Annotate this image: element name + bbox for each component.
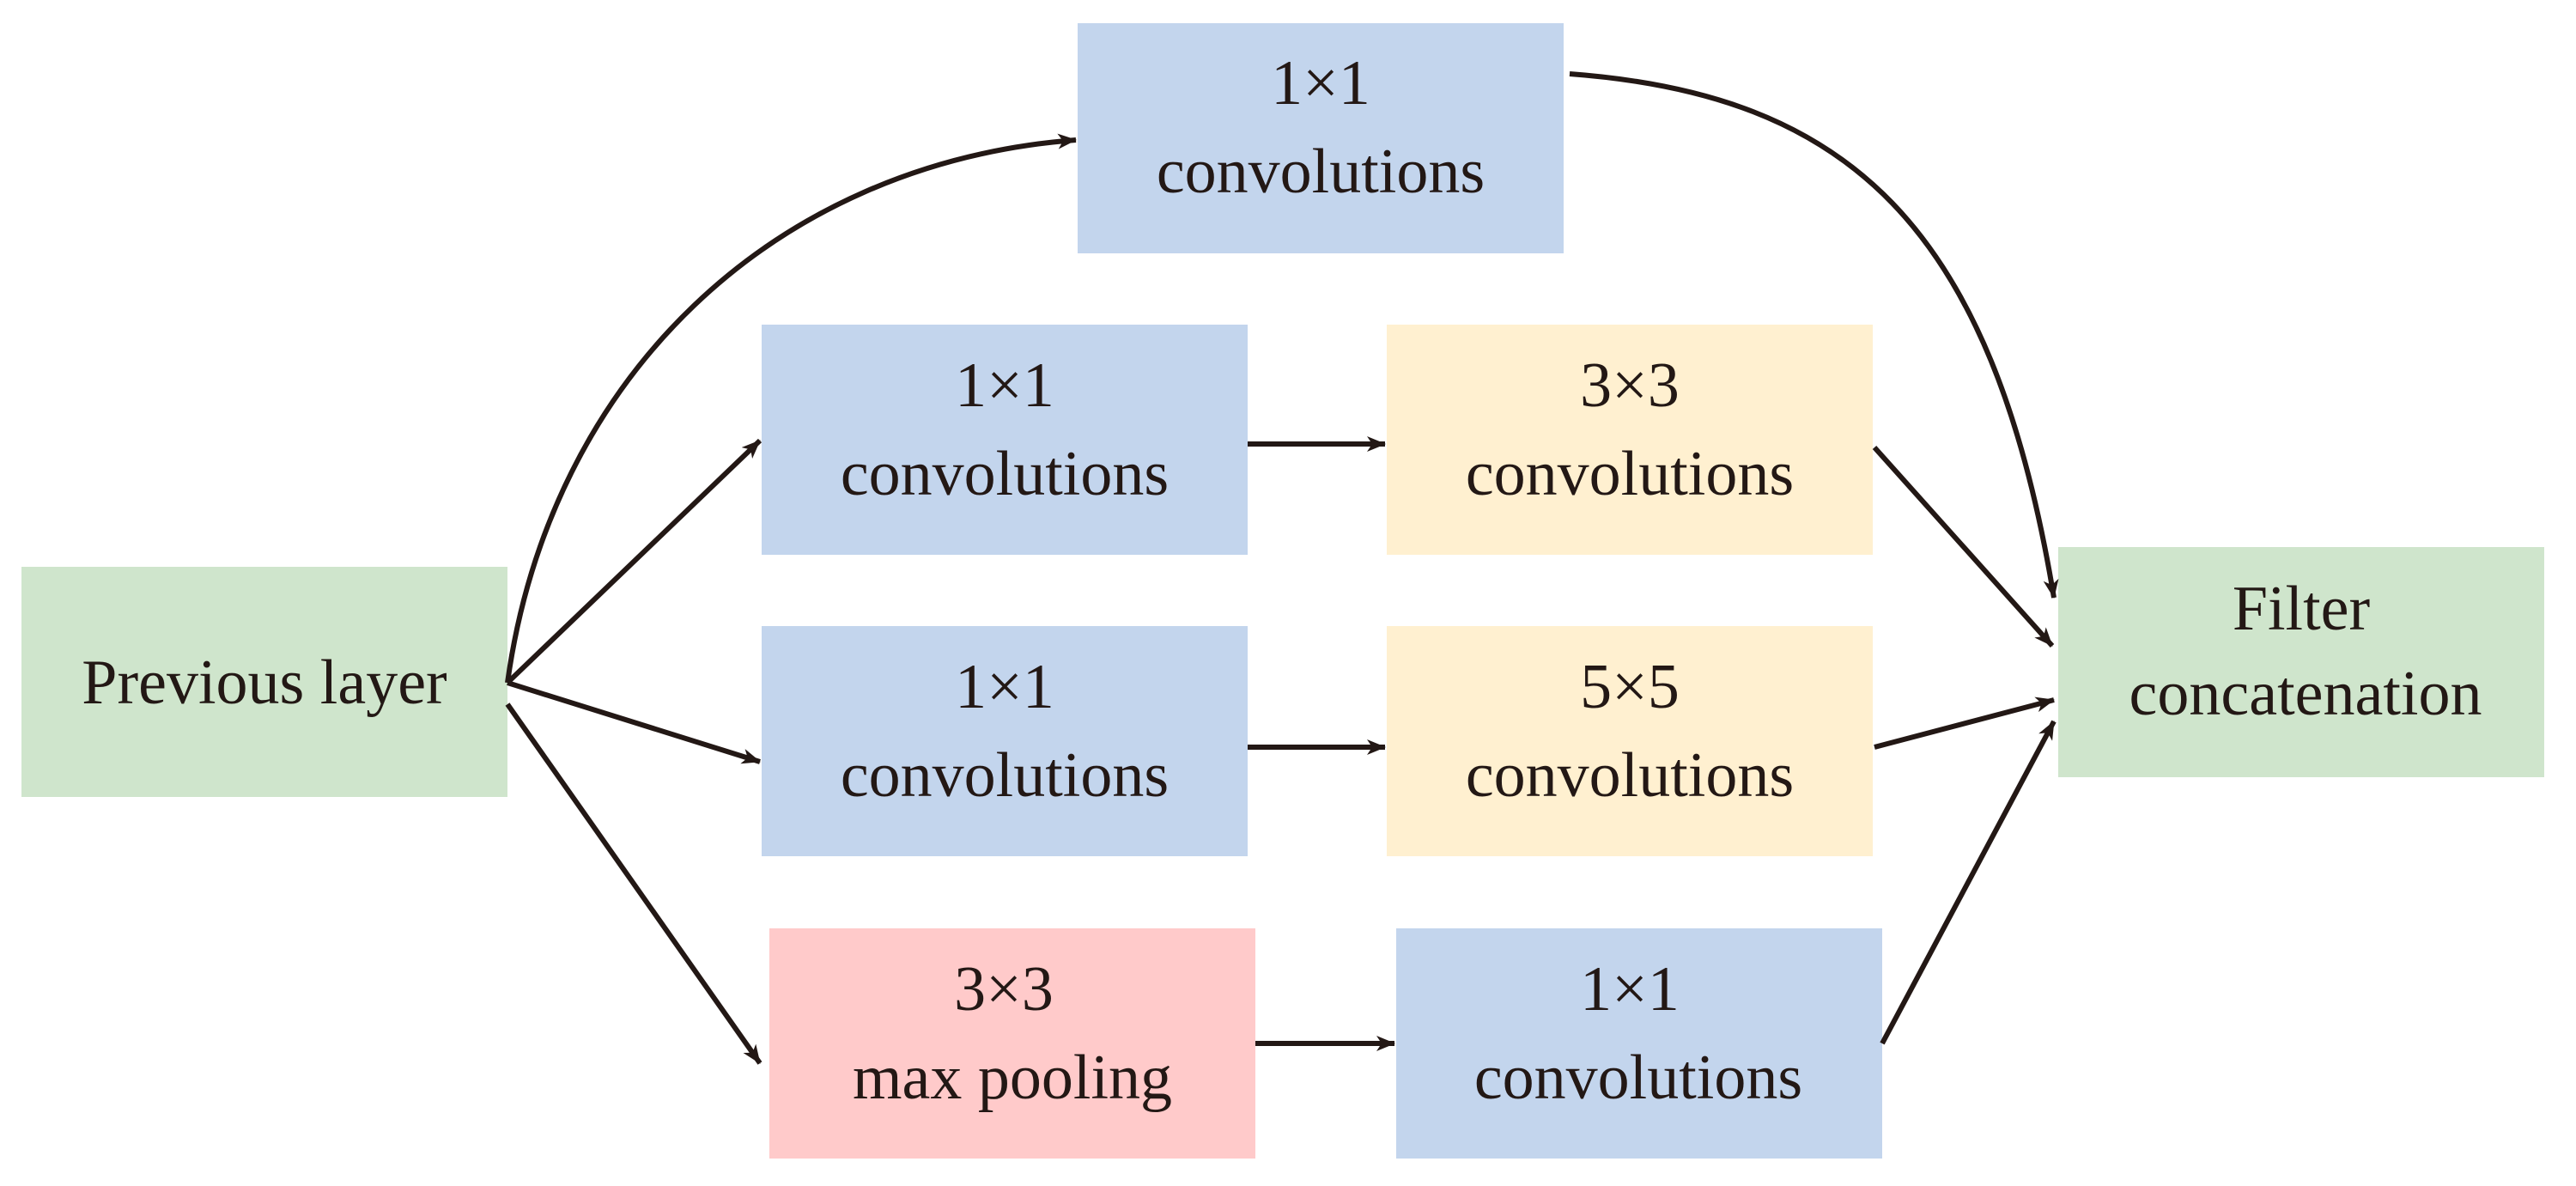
node-branch3-conv5x5: 5×5 convolutions bbox=[1387, 626, 1873, 856]
top-conv1x1-line2: convolutions bbox=[1157, 137, 1485, 207]
node-previous-layer: Previous layer bbox=[21, 567, 507, 797]
node-filter-concatenation: Filter concatenation bbox=[2058, 547, 2544, 777]
branch2-conv1x1-line1: 1×1 bbox=[955, 350, 1054, 421]
edge-previous-to-maxpool bbox=[505, 702, 762, 1065]
branch3-conv5x5-line2: convolutions bbox=[1466, 740, 1794, 811]
branch2-conv1x1-line2: convolutions bbox=[841, 439, 1169, 509]
branch2-conv1x1-box bbox=[762, 325, 1248, 555]
previous-layer-box bbox=[21, 567, 507, 797]
edge-conv3x3-to-concat bbox=[1872, 445, 2055, 648]
branch4-conv1x1-box bbox=[1396, 928, 1882, 1159]
edge-previous-to-branch2-conv1x1 bbox=[505, 438, 762, 685]
edge-previous-to-branch3-conv1x1 bbox=[507, 680, 761, 764]
edge-previous-to-top-conv1x1 bbox=[505, 133, 1077, 684]
branch2-conv3x3-line2: convolutions bbox=[1466, 439, 1794, 509]
branch4-maxpool-box bbox=[769, 928, 1255, 1159]
branch4-maxpool-line1: 3×3 bbox=[954, 954, 1054, 1025]
branch3-conv1x1-line1: 1×1 bbox=[955, 652, 1054, 722]
filter-concatenation-box bbox=[2058, 547, 2544, 777]
branch2-conv3x3-line1: 3×3 bbox=[1580, 350, 1680, 421]
edge-conv5x5-to-concat bbox=[1874, 696, 2055, 750]
branch3-conv5x5-line1: 5×5 bbox=[1580, 652, 1680, 722]
branch4-maxpool-line2: max pooling bbox=[853, 1043, 1172, 1113]
filter-concatenation-line1: Filter bbox=[2233, 574, 2370, 644]
node-branch2-conv3x3: 3×3 convolutions bbox=[1387, 325, 1873, 555]
branch4-conv1x1-line2: convolutions bbox=[1474, 1043, 1802, 1113]
filter-concatenation-line2: concatenation bbox=[2129, 659, 2482, 729]
node-top-conv1x1: 1×1 convolutions bbox=[1078, 23, 1564, 253]
node-branch4-conv1x1: 1×1 convolutions bbox=[1396, 928, 1882, 1159]
node-branch4-maxpool: 3×3 max pooling bbox=[769, 928, 1255, 1159]
top-conv1x1-line1: 1×1 bbox=[1271, 48, 1370, 119]
branch4-conv1x1-line1: 1×1 bbox=[1580, 954, 1680, 1025]
node-branch3-conv1x1: 1×1 convolutions bbox=[762, 626, 1248, 856]
top-conv1x1-box bbox=[1078, 23, 1564, 253]
edge-branch4-conv1x1-to-concat bbox=[1880, 720, 2057, 1045]
node-branch2-conv1x1: 1×1 convolutions bbox=[762, 325, 1248, 555]
branch3-conv1x1-box bbox=[762, 626, 1248, 856]
branch2-conv3x3-box bbox=[1387, 325, 1873, 555]
branch3-conv1x1-line2: convolutions bbox=[841, 740, 1169, 811]
previous-layer-label: Previous layer bbox=[82, 648, 447, 718]
edge-top-conv1x1-to-concat bbox=[1569, 71, 2059, 599]
branch3-conv5x5-box bbox=[1387, 626, 1873, 856]
